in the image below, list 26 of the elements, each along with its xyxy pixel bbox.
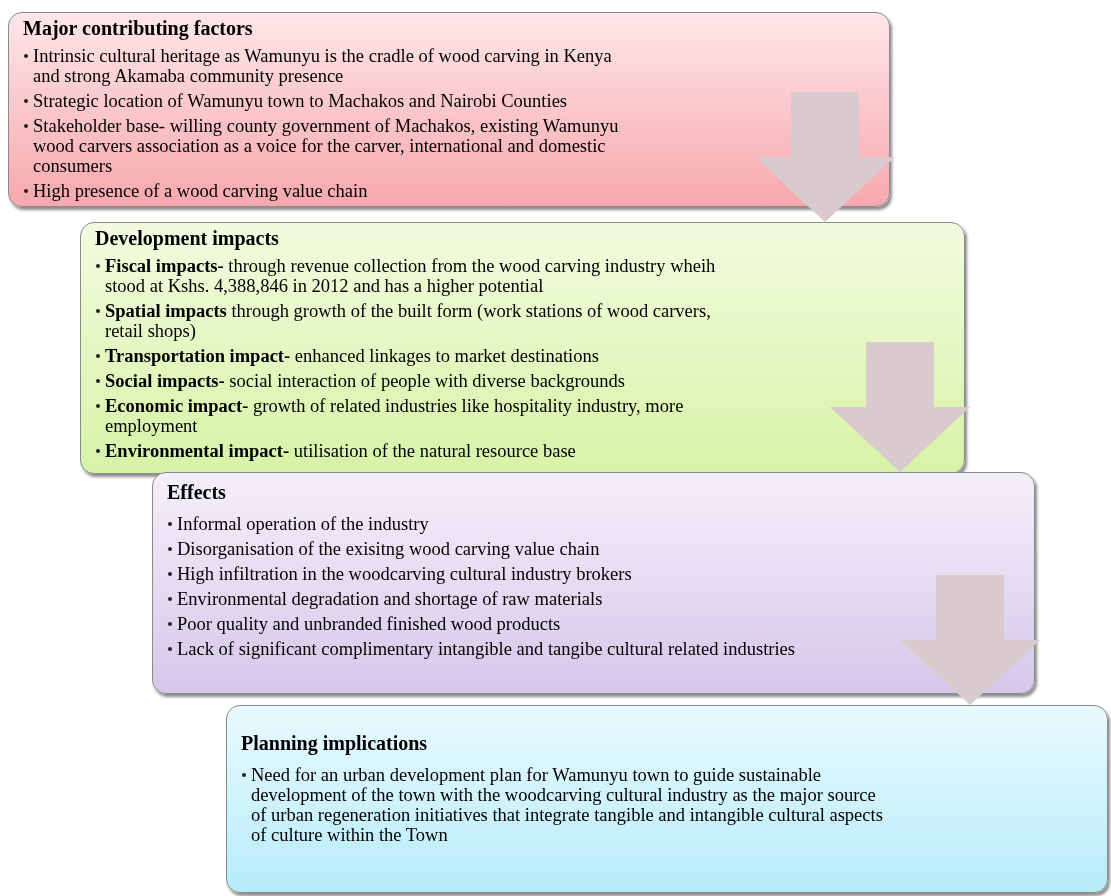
bullet-point: Spatial impacts through growth of the built form (work stations of wood carvers, retail shops): [105, 301, 712, 341]
bullet-point: Need for an urban development plan for Wamunyu town to guide sustainable development of the town with the woodcarving cultural industry as the major source of urban regeneration initiatives that integrate tangible and intangible cultural aspects of culture within the Town: [251, 765, 884, 845]
block-arrow: [900, 575, 1040, 705]
bullet-point: High infiltration in the woodcarving cultural industry brokers: [177, 564, 633, 584]
bullet-point: Strategic location of Wamunyu town to Machakos and Nairobi Counties: [33, 91, 569, 111]
stage-box: [152, 472, 1035, 694]
bullet-point: Lack of significant complimentary intangible and tangibe cultural related industries: [177, 639, 796, 659]
stage-box: [226, 705, 1108, 893]
stage-heading: Major contributing factors: [23, 17, 253, 40]
bullet-point: Transportation impact- enhanced linkages to market destinations: [105, 346, 600, 366]
stage-box: [80, 222, 965, 474]
stage-box: [8, 12, 890, 207]
bullet-point: Poor quality and unbranded finished wood products: [177, 614, 562, 634]
bullet-point: Social impacts- social interaction of people with diverse backgrounds: [105, 371, 626, 391]
bullet-point: Intrinsic cultural heritage as Wamunyu is the cradle of wood carving in Kenya and strong Akamaba community presence: [33, 46, 613, 86]
block-arrow: [755, 92, 895, 222]
bullet-point: Stakeholder base- willing county government of Machakos, existing Wamunyu wood carvers association as a voice for the carver, international and domestic consumers: [33, 116, 620, 176]
stage-heading: Planning implications: [241, 732, 428, 755]
block-arrow: [830, 342, 970, 472]
stage-heading: Development impacts: [95, 227, 279, 250]
stage-heading: Effects: [167, 481, 226, 504]
bullet-point: Informal operation of the industry: [177, 514, 430, 534]
bullet-point: Environmental impact- utilisation of the natural resource base: [105, 441, 577, 461]
bullet-point: High presence of a wood carving value chain: [33, 181, 369, 201]
bullet-point: Disorganisation of the exisitng wood carving value chain: [177, 539, 601, 559]
bullet-point: Environmental degradation and shortage of raw materials: [177, 589, 604, 609]
